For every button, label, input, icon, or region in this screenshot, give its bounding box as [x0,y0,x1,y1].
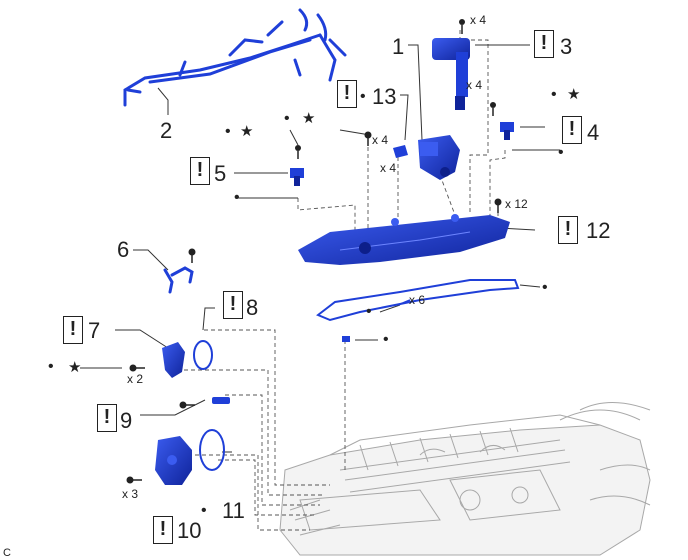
vacuum-pump [162,342,185,378]
warning-icon: ! [223,291,243,319]
head-cover-gasket [316,279,520,322]
callout-9: 9 [120,408,133,433]
callout-5: 5 [214,161,227,186]
warning-icon: ! [190,157,210,185]
qty-pump-bolt: x 2 [127,372,144,386]
o-ring-large [199,429,225,471]
bullet-mark: • [225,123,231,140]
engine-block [279,402,651,556]
warning-icon: ! [562,116,582,144]
star-mark: ★ [567,86,581,103]
callout-7: 7 [88,318,101,343]
bullet-mark: • [284,110,290,127]
callout-11: 11 [222,498,245,523]
callout-10: 10 [177,518,202,543]
callout-12: 12 [586,218,611,243]
warning-icon: ! [558,216,578,244]
grommet [393,145,408,158]
leader-lines [80,44,560,453]
star-mark: ★ [240,123,254,140]
figure-code: C [3,547,11,559]
bolts [126,131,502,484]
callout-2: 2 [160,118,173,143]
qty-gasket-bolt: x 6 [409,293,426,307]
cam-actuator [418,135,460,180]
plug-seal [342,336,350,342]
timing-cover-plate [155,436,192,485]
qty-plate-bolt: x 3 [122,487,139,501]
bullet-mark: • [542,279,548,296]
warning-icon: ! [63,316,83,344]
bullet-mark: • [558,144,564,161]
bullet-mark: • [360,88,366,105]
warning-icon: ! [534,30,554,58]
oil-pressure-sensor [212,397,230,404]
bracket [163,266,194,294]
cam-sensor-left [290,145,304,186]
callout-8: 8 [246,295,259,320]
callout-3: 3 [560,34,573,59]
qty-bracket-bolt: x 4 [372,133,389,147]
qty-grommet: x 4 [380,161,397,175]
wire-harness [123,8,347,107]
bullet-mark: • [551,86,557,103]
bullet-mark: • [383,331,389,348]
o-ring-small [193,340,213,370]
warning-icon: ! [337,80,357,108]
star-mark: ★ [68,359,82,376]
cylinder-head-cover [298,214,510,265]
bullet-mark: • [366,303,372,320]
bullet-mark: • [48,358,54,375]
callout-13: 13 [372,84,397,109]
callout-1: 1 [392,34,405,59]
callout-6: 6 [117,237,130,262]
cam-sensor-right [490,102,514,140]
qty-cover-bolt: x 12 [505,197,528,211]
warning-icon: ! [97,404,117,432]
warning-icon: ! [153,516,173,544]
callout-4: 4 [587,120,600,145]
bullet-mark: • [234,189,240,206]
ignition-coil [432,19,470,110]
qty-coil-bolt: x 4 [470,13,487,27]
star-mark: ★ [302,110,316,127]
qty-coil: x 4 [466,78,483,92]
bullet-mark: • [201,502,207,519]
